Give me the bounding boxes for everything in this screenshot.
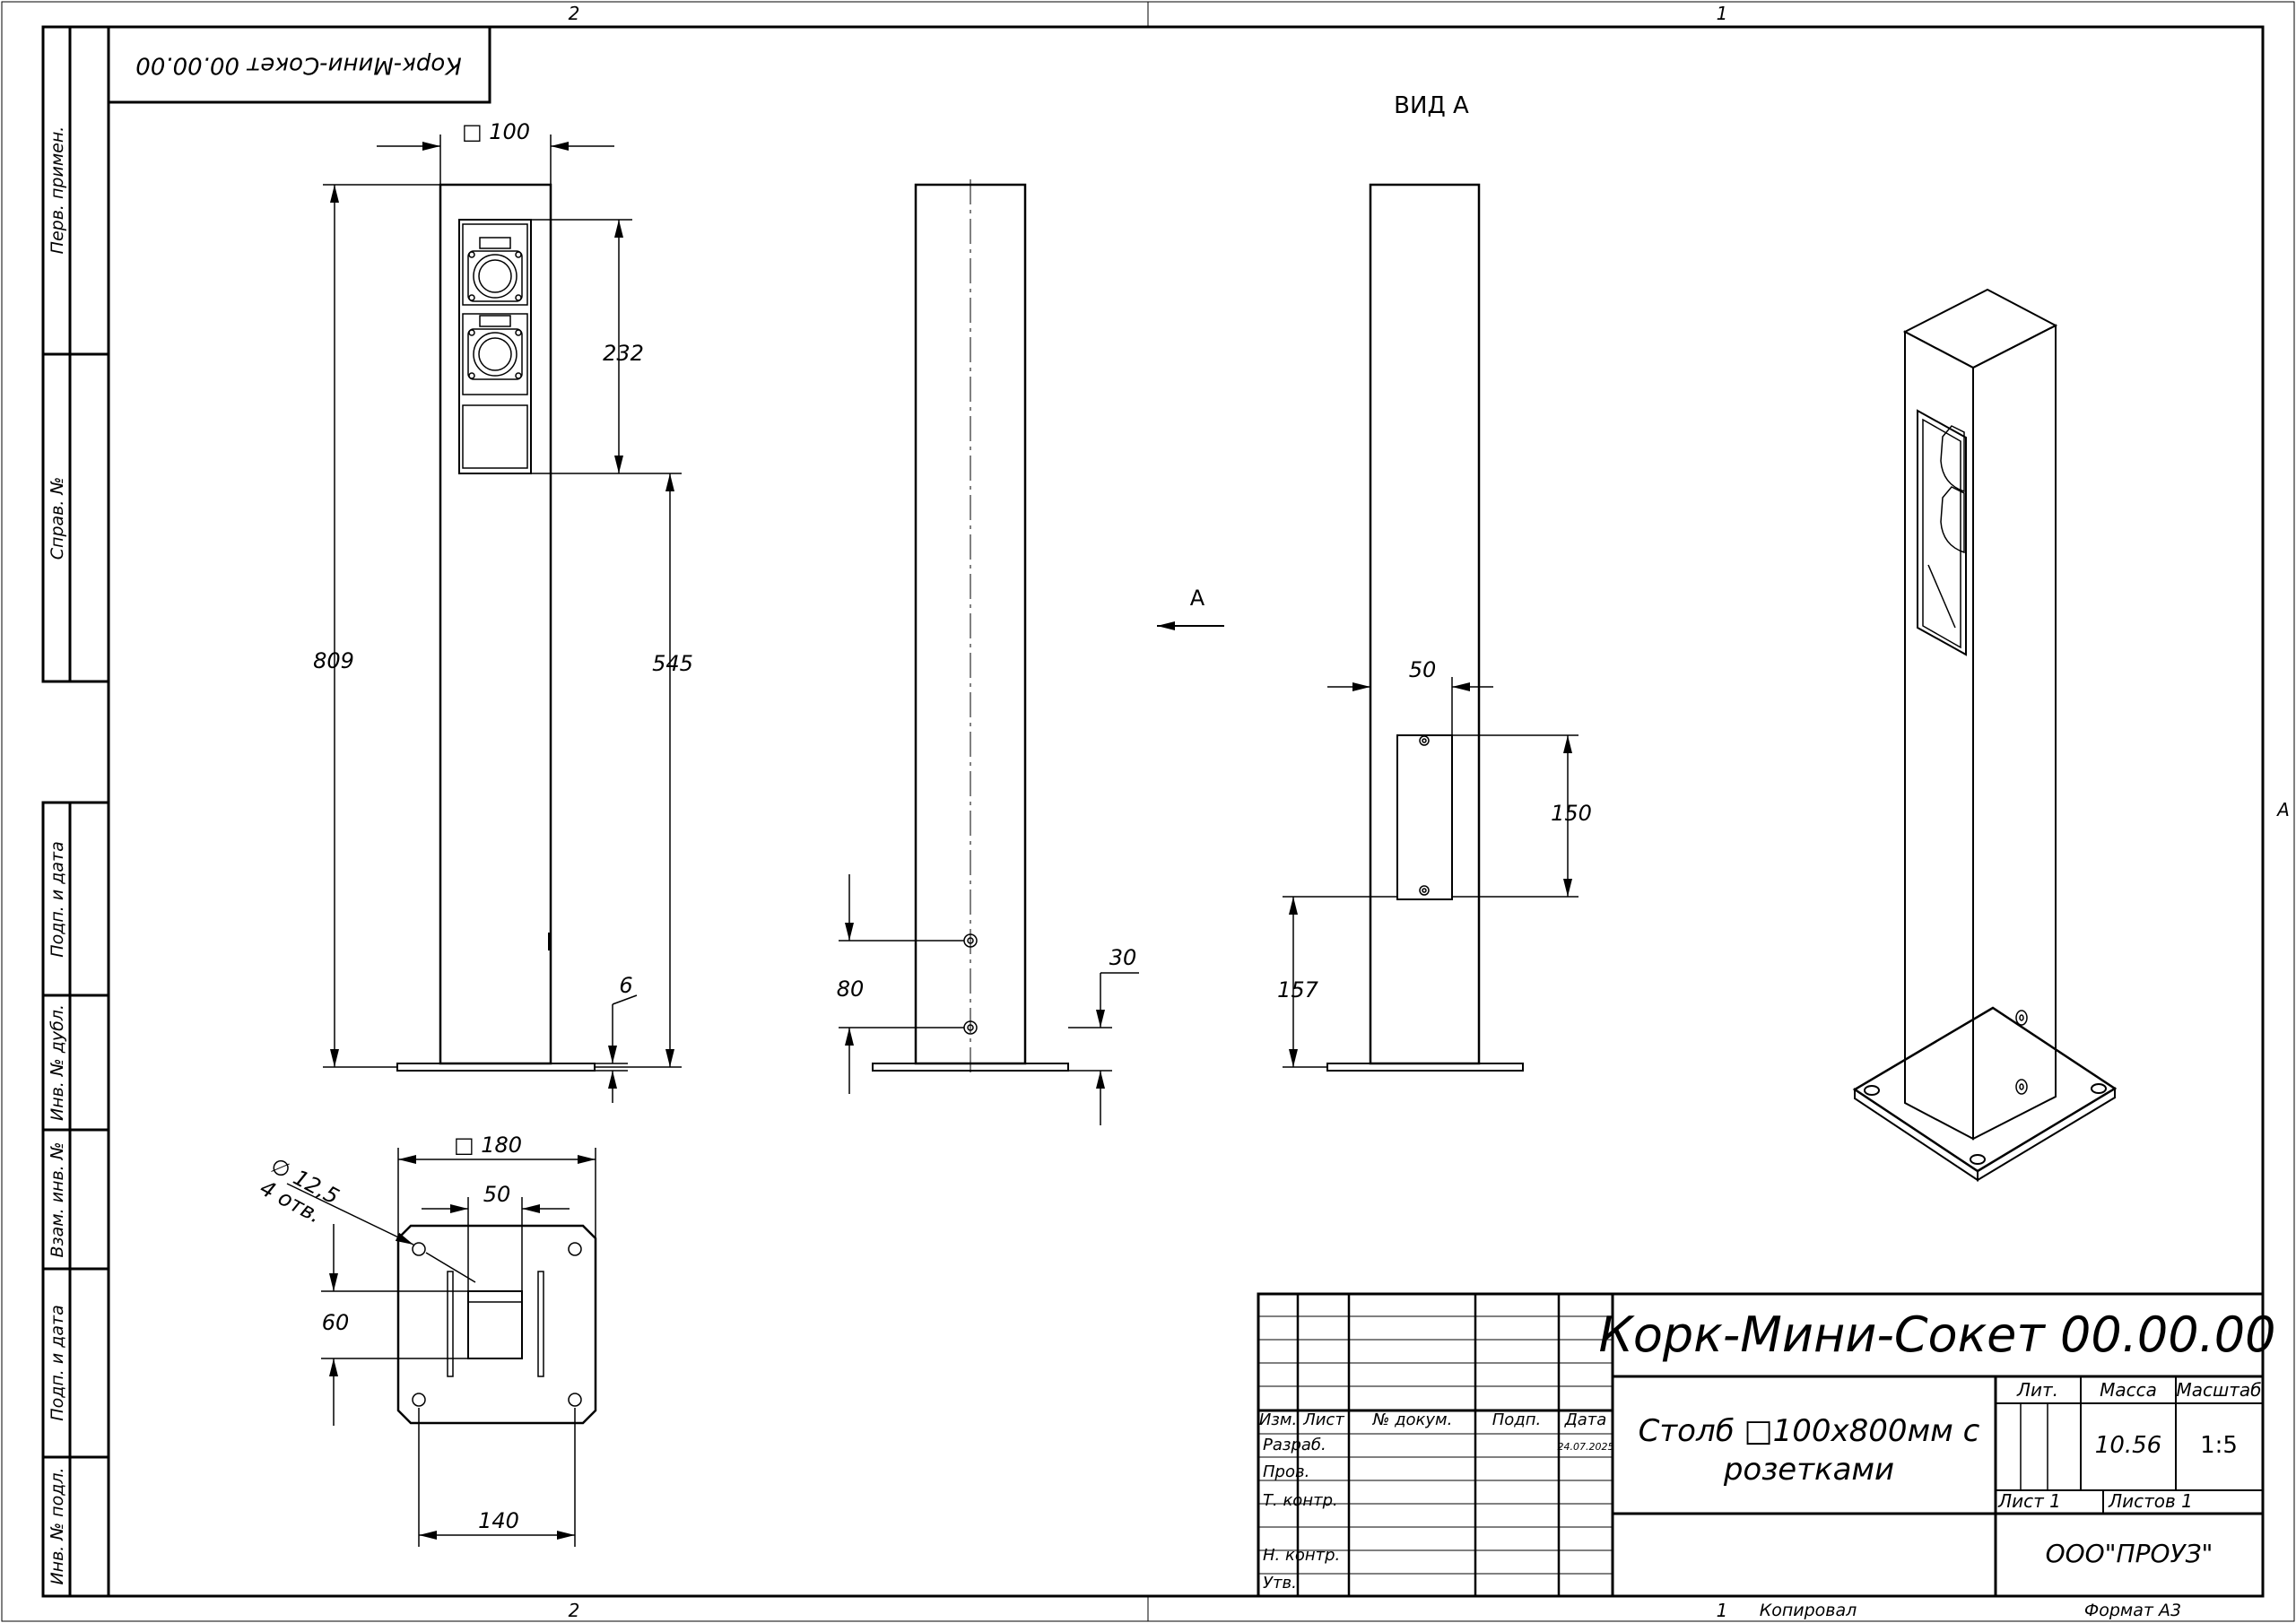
dim-back-width: 50 bbox=[1409, 657, 1437, 682]
col-dokum: № докум. bbox=[1372, 1410, 1453, 1429]
dim-front-height: 809 bbox=[313, 648, 354, 673]
front-dimensions bbox=[323, 135, 682, 1103]
col-podp: Подп. bbox=[1492, 1410, 1541, 1429]
view-arrow-label: А bbox=[1190, 586, 1205, 611]
socket-lower bbox=[467, 315, 523, 380]
title-block-text: Корк-Мини-Сокет 00.00.00 Столб □100х800м… bbox=[1259, 1306, 2276, 1620]
label-sprav-no: Справ. № bbox=[48, 477, 67, 560]
dim-plan-hole-spacing: 140 bbox=[478, 1508, 519, 1533]
lit-label: Лит. bbox=[2016, 1379, 2058, 1401]
plan-dimensions bbox=[286, 1148, 596, 1547]
dim-front-socket-block: 232 bbox=[603, 341, 644, 366]
plan-dimension-labels: □ 180 ∅ 12,5 4 отв. 50 60 140 bbox=[256, 1133, 522, 1533]
col-izm: Изм. bbox=[1259, 1410, 1297, 1429]
col-data: Дата bbox=[1564, 1410, 1607, 1429]
list-label: Лист 1 bbox=[1997, 1490, 2061, 1512]
row-utv: Утв. bbox=[1263, 1574, 1297, 1593]
back-dimensions bbox=[1283, 677, 1578, 1068]
massa-label: Масса bbox=[2100, 1379, 2157, 1401]
zone-label-top-left: 2 bbox=[569, 3, 580, 24]
side-dimension-labels: 80 30 bbox=[837, 945, 1137, 1002]
row-nkontr: Н. контр. bbox=[1263, 1546, 1340, 1565]
dim-front-lower: 545 bbox=[652, 651, 693, 676]
dim-back-bottom: 157 bbox=[1277, 977, 1319, 1002]
zone-label-bottom-right: 1 bbox=[1717, 1600, 1728, 1621]
label-inv-no-dubl: Инв. № дубл. bbox=[48, 1004, 67, 1121]
title-block bbox=[1257, 1292, 2265, 1598]
masshtab-label: Масштаб bbox=[2176, 1379, 2261, 1401]
dim-plan-slot-gap: 50 bbox=[483, 1182, 511, 1207]
dim-back-panel: 150 bbox=[1551, 801, 1592, 826]
product-name-line2: розетками bbox=[1723, 1452, 1894, 1488]
side-dimensions bbox=[839, 874, 1139, 1125]
col-list: Лист bbox=[1302, 1410, 1344, 1429]
kopiroval: Копировал bbox=[1760, 1601, 1857, 1620]
label-podp-data-2: Подп. и дата bbox=[48, 1305, 67, 1420]
masshtab-value: 1:5 bbox=[2200, 1432, 2238, 1459]
zone-label-top-right: 1 bbox=[1717, 3, 1728, 24]
side-view bbox=[872, 179, 1069, 1076]
massa-value: 10.56 bbox=[2095, 1432, 2161, 1459]
row-razrab: Разраб. bbox=[1263, 1436, 1326, 1454]
isometric-view bbox=[1852, 288, 2118, 1182]
top-stamp: Корк-Мини-Сокет 00.00.00 bbox=[107, 25, 491, 104]
organization: ООО"ПРОУЗ" bbox=[2046, 1539, 2213, 1568]
back-view bbox=[1326, 183, 1524, 1072]
dim-front-plate: 6 bbox=[619, 973, 632, 998]
product-name-line1: Столб □100х800мм с bbox=[1639, 1413, 1980, 1449]
zone-label-right: A bbox=[2275, 799, 2290, 820]
listov-label: Листов 1 bbox=[2108, 1490, 2193, 1512]
label-podp-data-1: Подп. и дата bbox=[48, 841, 67, 957]
dim-front-width: □ 100 bbox=[462, 119, 530, 144]
designation: Корк-Мини-Сокет 00.00.00 bbox=[1599, 1306, 2276, 1363]
format: Формат А3 bbox=[2084, 1601, 2181, 1620]
zone-label-bottom-left: 2 bbox=[569, 1600, 580, 1621]
view-arrow-a: А bbox=[1157, 586, 1224, 630]
left-margin-column bbox=[41, 25, 110, 1598]
plan-view bbox=[396, 1224, 597, 1425]
back-dimension-labels: 50 150 157 bbox=[1277, 657, 1592, 1002]
label-perv-primen: Перв. примен. bbox=[48, 126, 67, 255]
socket-upper bbox=[467, 237, 523, 302]
date-razrab: 24.07.2025 bbox=[1558, 1441, 1614, 1453]
label-inv-no-podl: Инв. № подл. bbox=[48, 1467, 67, 1584]
dim-plan-offset: 60 bbox=[322, 1310, 350, 1335]
dim-plan-size: □ 180 bbox=[454, 1133, 522, 1158]
dim-side-holes: 80 bbox=[837, 976, 865, 1002]
zone-labels: 2 1 2 1 A bbox=[569, 3, 2290, 1621]
row-tkontr: Т. контр. bbox=[1263, 1491, 1338, 1510]
front-view bbox=[396, 183, 596, 1072]
front-dimension-labels: □ 100 809 232 545 6 bbox=[313, 119, 693, 998]
label-vzam-inv-no: Взам. инв. № bbox=[48, 1141, 67, 1257]
row-prov: Пров. bbox=[1263, 1462, 1309, 1481]
view-a-title: ВИД А bbox=[1394, 92, 1469, 119]
top-stamp-text: Корк-Мини-Сокет 00.00.00 bbox=[135, 52, 462, 79]
left-margin-labels: Перв. примен. Справ. № Подп. и дата Инв.… bbox=[48, 126, 67, 1585]
dim-side-bottom: 30 bbox=[1109, 945, 1137, 970]
view-a-title-group: ВИД А bbox=[1394, 92, 1469, 119]
